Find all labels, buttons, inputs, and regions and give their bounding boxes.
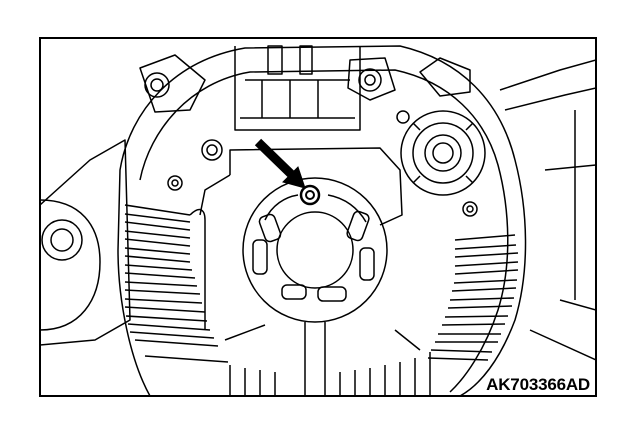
bottom-ribs bbox=[224, 324, 431, 396]
terminal-connector bbox=[234, 45, 361, 131]
center-screw bbox=[299, 184, 321, 206]
mounting-boss-right bbox=[347, 57, 396, 101]
cooling-fins-left bbox=[124, 204, 229, 363]
right-mounting-bracket bbox=[499, 59, 596, 361]
center-hub bbox=[242, 177, 388, 395]
figure-code-label: AK703366AD bbox=[486, 375, 590, 394]
mounting-boss-left bbox=[139, 54, 206, 113]
mounting-boss-top-right bbox=[167, 57, 478, 217]
regulator-plate bbox=[199, 147, 403, 226]
bearing-cover bbox=[400, 110, 486, 196]
pointer-arrow bbox=[254, 138, 306, 189]
left-mounting-bracket bbox=[40, 139, 131, 346]
cooling-fins-right bbox=[427, 234, 519, 361]
